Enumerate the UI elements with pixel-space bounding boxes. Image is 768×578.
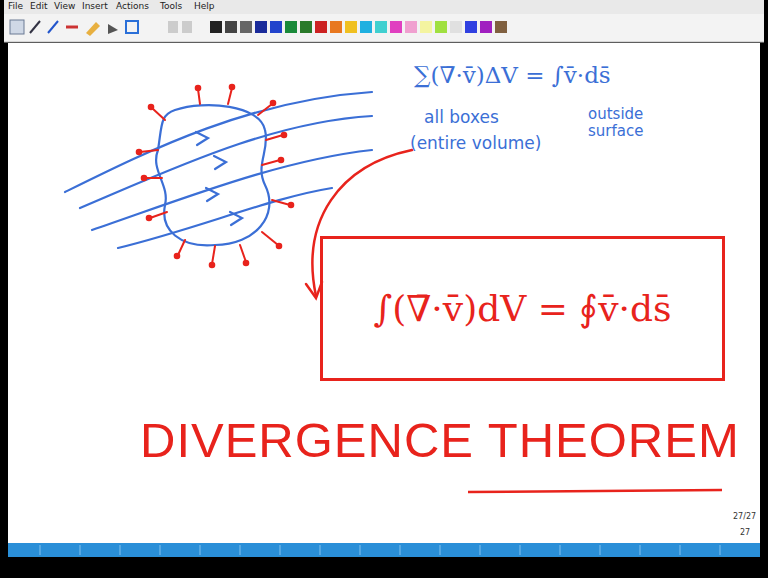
theorem-title: DIVERGENCE THEOREM xyxy=(140,412,740,468)
page-counter: 27 xyxy=(740,528,750,537)
menu-item: File xyxy=(8,1,23,11)
equation: ∑(∇̄·v̄)ΔV = ∫v̄·ds̄ xyxy=(414,62,611,88)
equation: ∫(∇̄·v̄)dV = ∮v̄·ds̄ xyxy=(373,288,671,329)
menu-item: Insert xyxy=(82,1,108,11)
boxed-equation: ∫(∇̄·v̄)dV = ∮v̄·ds̄ xyxy=(320,236,725,381)
page-counter: 27/27 xyxy=(733,512,756,521)
handwritten-note: outside surface xyxy=(588,106,652,141)
menu-item: View xyxy=(54,1,75,11)
toolbar-icons xyxy=(10,20,507,36)
menu-item: Help xyxy=(194,1,215,11)
menu-item: Actions xyxy=(116,1,149,11)
menu-item: Tools xyxy=(160,1,182,11)
menu-item: Edit xyxy=(30,1,47,11)
handwritten-note: (entire volume) xyxy=(410,134,541,154)
underline xyxy=(468,490,722,492)
handwritten-note: all boxes xyxy=(424,108,499,128)
